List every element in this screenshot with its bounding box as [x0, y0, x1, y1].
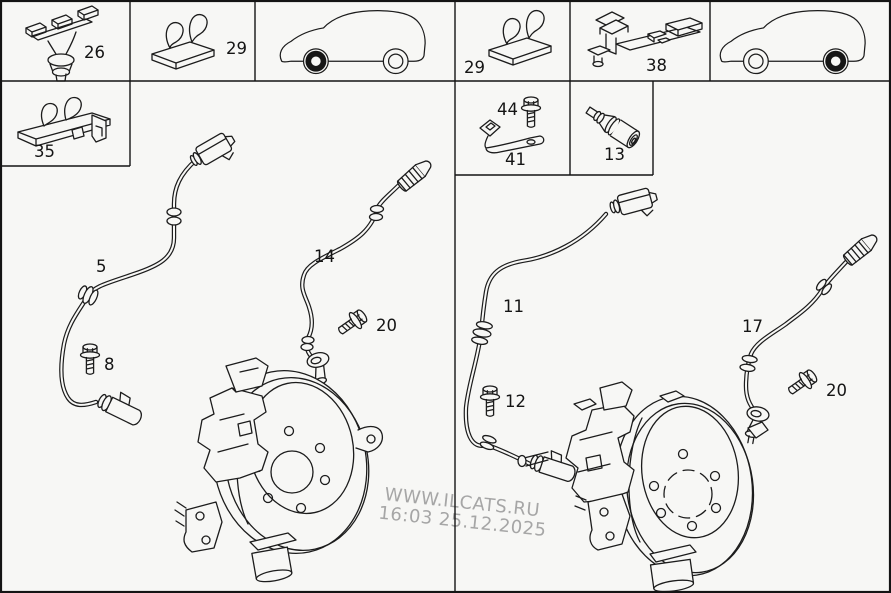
bolt12-art	[479, 385, 501, 417]
cell-car-front[interactable]	[255, 0, 455, 81]
label-5[interactable]: 5	[96, 257, 107, 276]
cable11-clip	[479, 434, 497, 451]
clip-26-art	[25, 5, 99, 82]
label-26[interactable]: 26	[84, 43, 105, 62]
bolt20-front-art	[333, 305, 371, 341]
cable14-connector	[394, 156, 436, 194]
watermark: WWW.ILCATS.RU 16:03 25.12.2025	[378, 484, 548, 541]
parts-grid	[17, 5, 866, 154]
cable5-grommets	[77, 285, 99, 306]
label-41[interactable]: 41	[505, 150, 526, 169]
cell-clip-35[interactable]	[0, 81, 130, 166]
cable11-connector	[607, 185, 662, 226]
bracket-41-art	[479, 119, 545, 154]
label-11[interactable]: 11	[503, 297, 524, 316]
car-front-axle-icon	[279, 10, 426, 75]
cell-hits	[0, 0, 891, 175]
bracket-38-art	[587, 11, 703, 68]
label-12[interactable]: 12	[505, 392, 526, 411]
cell-clip-26[interactable]	[0, 0, 130, 81]
cable17-clips	[739, 278, 833, 372]
rear-axle-diagram	[466, 185, 882, 593]
front-brake-disc	[174, 357, 384, 583]
label-17[interactable]: 17	[742, 317, 763, 336]
cable5-clip	[166, 207, 182, 226]
car-rear-axle-icon	[719, 10, 866, 75]
label-29-left[interactable]: 29	[226, 39, 247, 58]
label-29-right[interactable]: 29	[464, 58, 485, 77]
label-38[interactable]: 38	[646, 56, 667, 75]
label-35[interactable]: 35	[34, 142, 55, 161]
label-20-rear[interactable]: 20	[826, 381, 847, 400]
cable5-sensor-head	[95, 384, 148, 428]
cell-bracket-38[interactable]	[570, 0, 710, 81]
cable5-connector	[186, 128, 242, 177]
cable14-clips	[300, 204, 385, 352]
label-20-front[interactable]: 20	[376, 316, 397, 335]
bolt8-art	[79, 343, 101, 375]
front-axle-diagram	[61, 128, 436, 583]
cable17-connector	[840, 230, 882, 268]
bolt20-rear-art	[783, 365, 821, 401]
label-13[interactable]: 13	[604, 145, 625, 164]
label-44[interactable]: 44	[497, 100, 518, 119]
label-14[interactable]: 14	[314, 247, 335, 266]
sensor-13-art	[585, 106, 641, 149]
clip-35-art	[17, 96, 111, 147]
rear-brake-disc	[517, 381, 769, 593]
part-labels: 26 29 29 38 35 44 41 13 5 14 20 8 11 12 …	[34, 39, 847, 411]
cell-car-rear[interactable]	[710, 0, 891, 81]
label-8[interactable]: 8	[104, 355, 115, 374]
cable11-grommets	[471, 321, 493, 345]
